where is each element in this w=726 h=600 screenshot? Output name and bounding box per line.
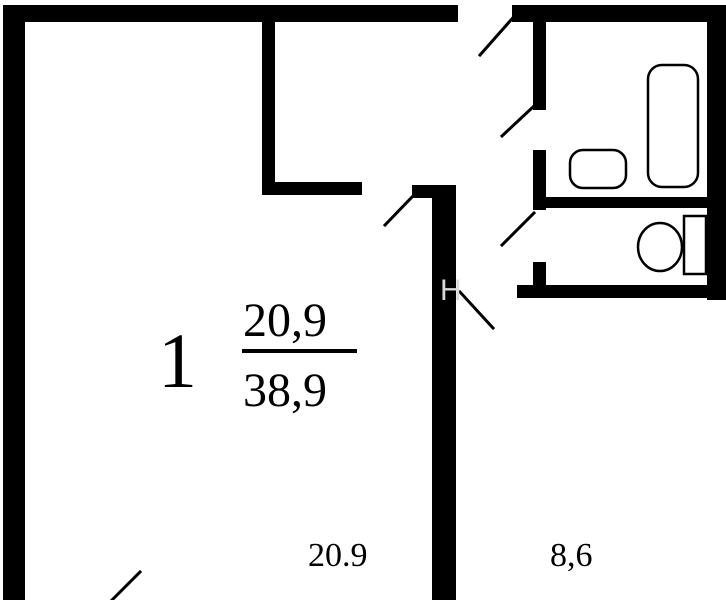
top-wall-left	[3, 5, 458, 22]
toilet-door-swing	[499, 210, 537, 248]
watermark-text: H	[440, 274, 462, 307]
bathroom-door-swing	[499, 103, 537, 139]
outer-left-wall	[3, 5, 25, 600]
toilet-tank-icon	[682, 214, 708, 276]
bath-partition-mid	[533, 150, 546, 210]
total-area-label: 38,9	[243, 364, 327, 417]
kitchen-door-swing	[457, 289, 496, 331]
fraction-bar	[242, 349, 357, 353]
kitchen-top-wall	[517, 285, 713, 298]
kitchen-area-label: 8,6	[550, 537, 593, 574]
closet-door-swing	[382, 194, 415, 228]
living-room-balcony-swing	[109, 569, 143, 600]
closet-wall-vertical	[262, 15, 275, 195]
walls	[3, 5, 726, 600]
entrance-door-swing	[477, 9, 521, 58]
closet-wall-horizontal	[262, 182, 362, 195]
fixtures	[568, 63, 708, 276]
doors	[109, 9, 537, 600]
central-partition	[432, 185, 456, 600]
toilet-bowl-icon	[636, 221, 684, 273]
living-room-area-label: 20.9	[308, 537, 368, 574]
bath-partition-upper	[533, 15, 546, 110]
living-area-label: 20,9	[243, 294, 327, 347]
bathtub-icon	[646, 63, 700, 189]
rooms-count-label: 1	[158, 317, 197, 404]
outer-right-wall	[707, 5, 726, 300]
sink-icon	[568, 148, 628, 190]
top-wall-right	[512, 5, 726, 22]
bath-toilet-divider	[533, 197, 713, 208]
